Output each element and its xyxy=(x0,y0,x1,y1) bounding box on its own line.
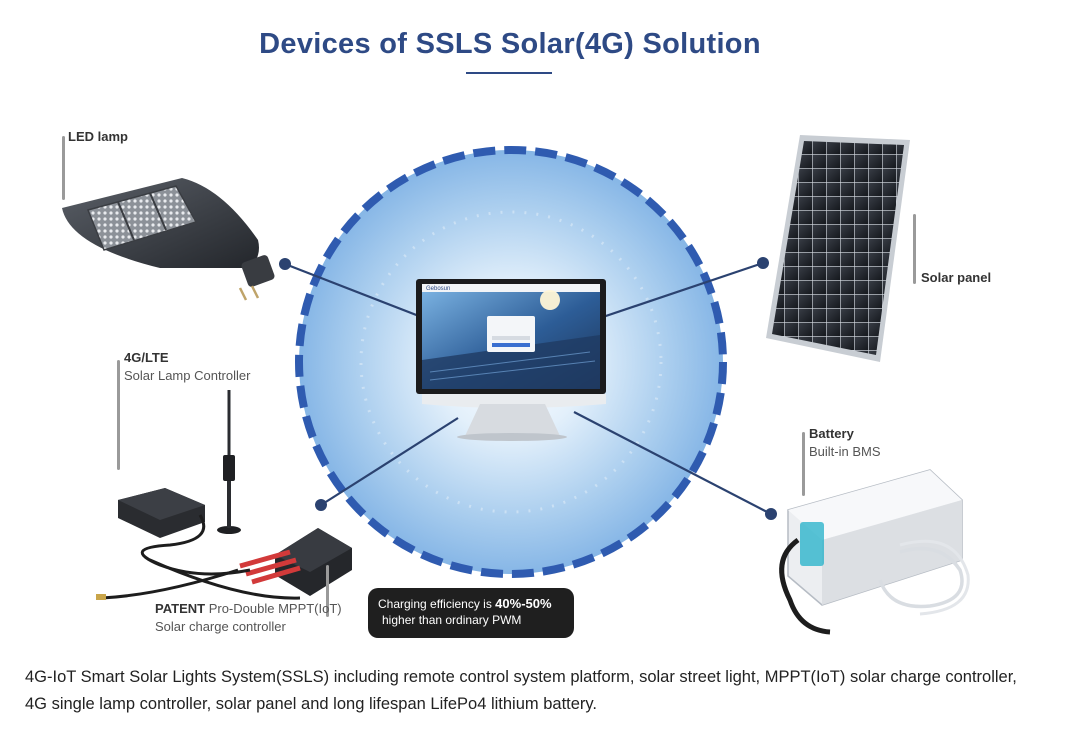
solar-panel-label: Solar panel xyxy=(921,269,991,287)
title-underline xyxy=(466,72,552,74)
cable-connector xyxy=(96,594,106,600)
callout-prefix: Charging efficiency is xyxy=(378,597,496,611)
inner-ring xyxy=(359,210,663,514)
dashed-ring xyxy=(295,146,727,578)
mppt-patent: PATENT xyxy=(155,601,206,616)
controller-title: 4G/LTE xyxy=(124,350,169,365)
charging-efficiency-callout: Charging efficiency is 40%-50% higher th… xyxy=(368,588,574,638)
led-lamp-icon xyxy=(62,178,275,301)
solar-panel-icon xyxy=(766,135,910,362)
cables xyxy=(101,514,301,600)
led-lamp-label: LED lamp xyxy=(68,128,128,146)
page-title: Devices of SSLS Solar(4G) Solution xyxy=(259,28,761,60)
connector-lines xyxy=(284,261,772,515)
controller-subtitle: Solar Lamp Controller xyxy=(124,368,251,383)
battery-subtitle: Built-in BMS xyxy=(809,444,881,459)
monitor-brand: Gebosun xyxy=(426,286,450,292)
controller-bar xyxy=(117,360,120,470)
callout-highlight: 40%-50% xyxy=(495,596,552,611)
controller-4g-icon xyxy=(118,390,241,538)
battery-bar xyxy=(802,432,805,496)
controller-label: 4G/LTE Solar Lamp Controller xyxy=(124,349,250,385)
mppt-bar xyxy=(326,565,329,617)
connector-dots xyxy=(279,257,777,520)
monitor-icon xyxy=(416,279,606,441)
led-lamp-title: LED lamp xyxy=(68,129,128,144)
mppt-label: PATENT Pro-Double MPPT(IoT) Solar charge… xyxy=(155,600,342,636)
description-text: 4G-IoT Smart Solar Lights System(SSLS) i… xyxy=(25,668,1017,713)
solar-panel-bar xyxy=(913,214,916,284)
battery-icon xyxy=(779,469,970,635)
mppt-title: Pro-Double MPPT(IoT) xyxy=(208,601,342,616)
mppt-controller-icon xyxy=(239,528,352,596)
led-lamp-bar xyxy=(62,136,65,200)
mppt-subtitle: Solar charge controller xyxy=(155,619,286,634)
battery-label: Battery Built-in BMS xyxy=(809,425,881,461)
callout-line2: higher than ordinary PWM xyxy=(382,613,522,627)
solar-panel-title: Solar panel xyxy=(921,270,992,285)
battery-title: Battery xyxy=(809,426,854,441)
